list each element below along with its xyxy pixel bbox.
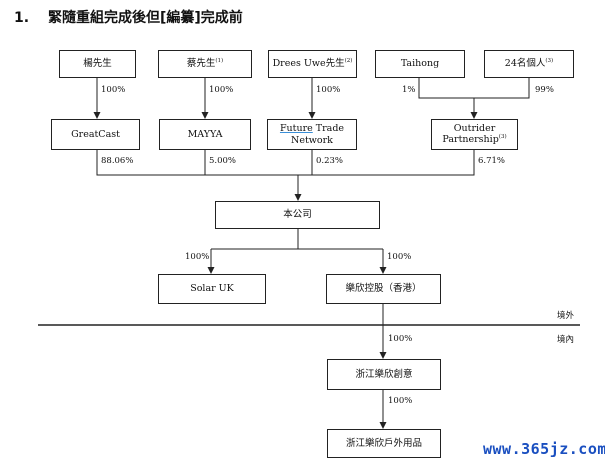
line-taihong-outrider: [418, 78, 530, 99]
pct-company-solar: 100%: [185, 252, 210, 262]
shareholder-individuals-label: 24名個人: [504, 58, 546, 70]
pct-mayya-company: 5.00%: [209, 156, 237, 166]
holding-outrider-label-line1: Outrider: [453, 122, 496, 134]
label-onshore: 境內: [557, 335, 575, 345]
shareholder-drees: Drees Uwe先生(2): [268, 50, 357, 78]
pct-cai-mayya: 100%: [209, 85, 234, 95]
shareholder-taihong: Taihong: [375, 50, 465, 78]
shareholder-yang-label: 楊先生: [83, 58, 112, 70]
holding-future-label-rest: Trade: [312, 122, 345, 134]
site-watermark: www.365jz.com: [483, 440, 605, 458]
label-offshore: 境外: [557, 311, 575, 321]
pct-taihong-outrider: 1%: [402, 85, 416, 95]
pct-individuals-outrider: 99%: [535, 85, 554, 95]
shareholder-cai-note: (1): [215, 57, 224, 64]
shareholder-yang: 楊先生: [59, 50, 136, 78]
holding-greatcast-label: GreatCast: [71, 128, 120, 140]
subsidiary-outdoor-label: 浙江樂欣戶外用品: [345, 437, 422, 449]
subsidiary-zhejiang-label: 浙江樂欣創意: [355, 368, 413, 380]
pct-company-hk: 100%: [387, 252, 412, 262]
holding-mayya: MAYYA: [159, 119, 251, 150]
shareholder-cai-label: 蔡先生: [186, 58, 216, 70]
subsidiary-zhejiang: 浙江樂欣創意: [327, 359, 441, 390]
subsidiary-solar-uk-label: Solar UK: [190, 283, 234, 295]
holding-future-label-underlined: Future: [279, 122, 313, 134]
shareholder-cai: 蔡先生(1): [158, 50, 252, 78]
subsidiary-hk: 樂欣控股（香港）: [326, 274, 441, 304]
holding-greatcast: GreatCast: [51, 119, 140, 150]
pct-drees-future: 100%: [316, 85, 341, 95]
section-heading: 1. 緊隨重組完成後但[編纂]完成前: [14, 7, 243, 27]
shareholder-drees-note: (2): [344, 57, 353, 64]
shareholder-taihong-label: Taihong: [400, 58, 440, 70]
pct-future-company: 0.23%: [316, 156, 344, 166]
holding-outrider-label-line2: Partnership: [442, 134, 499, 146]
pct-yang-greatcast: 100%: [101, 85, 126, 95]
subsidiary-solar-uk: Solar UK: [158, 274, 266, 304]
pct-zhejiang-outdoor: 100%: [388, 396, 413, 406]
holding-future-label-line2: Network: [291, 134, 333, 146]
company-label: 本公司: [283, 209, 312, 221]
line-holdings-bus: [96, 150, 475, 176]
shareholder-drees-label: Drees Uwe先生: [272, 58, 345, 70]
section-title: 緊隨重組完成後但[編纂]完成前: [48, 10, 243, 26]
subsidiary-hk-label: 樂欣控股（香港）: [345, 283, 422, 295]
pct-outrider-company: 6.71%: [478, 156, 506, 166]
company-box: 本公司: [215, 201, 380, 229]
section-number: 1.: [14, 10, 30, 26]
holding-outrider-note: (3): [498, 134, 507, 141]
pct-hk-zhejiang: 100%: [388, 334, 413, 344]
shareholder-individuals-note: (3): [545, 57, 554, 64]
holding-mayya-label: MAYYA: [187, 128, 223, 140]
shareholder-individuals: 24名個人(3): [484, 50, 574, 78]
subsidiary-outdoor: 浙江樂欣戶外用品: [327, 429, 441, 458]
pct-greatcast-company: 88.06%: [101, 156, 134, 166]
